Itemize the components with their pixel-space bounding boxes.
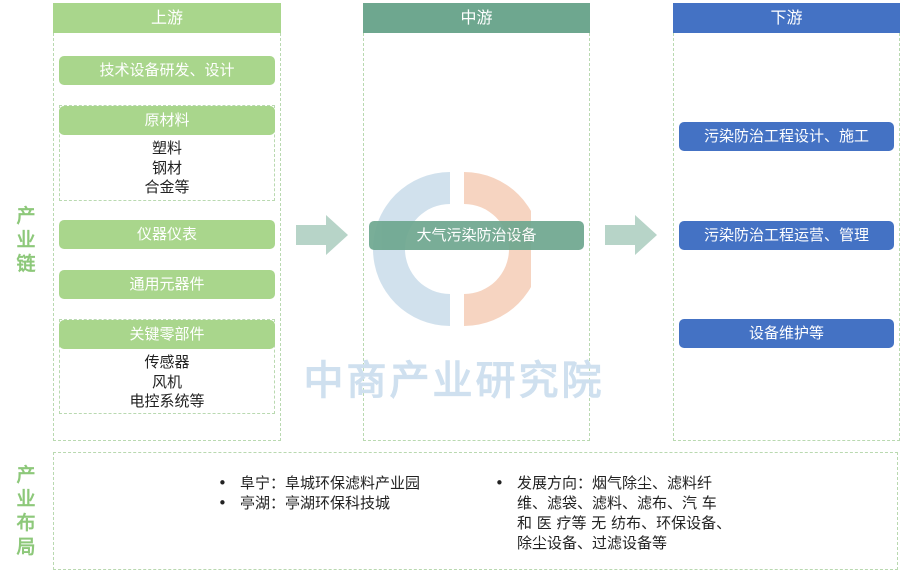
watermark-text: 中商产业研究院 bbox=[303, 358, 605, 404]
industry-layout-box bbox=[53, 452, 898, 570]
location-funing: 阜宁：阜城环保滤料产业园 bbox=[240, 474, 421, 492]
list-item: 合金等 bbox=[144, 178, 190, 196]
direction-line: 和 医 疗等 无 纺布、环保设备、 bbox=[517, 514, 732, 532]
list-item: 风机 bbox=[151, 372, 182, 391]
arrow-right-icon bbox=[296, 215, 348, 255]
upstream-item-components: 通用元器件 bbox=[59, 270, 275, 299]
downstream-item-design-construction: 污染防治工程设计、施工 bbox=[679, 122, 894, 151]
locations-list: •阜宁：阜城环保滤料产业园 •亭湖：亭湖环保科技城 bbox=[218, 473, 420, 513]
raw-materials-list: 塑料 钢材 合金等 bbox=[59, 139, 275, 198]
list-item: 钢材 bbox=[151, 158, 182, 177]
upstream-header: 上游 bbox=[53, 3, 281, 33]
direction-line: 维、滤袋、滤料、滤布、汽 车 bbox=[517, 494, 717, 512]
raw-materials-group bbox=[59, 105, 275, 201]
upstream-item-instruments: 仪器仪表 bbox=[59, 220, 275, 249]
direction-line: 发展方向：烟气除尘、滤料纤 bbox=[517, 474, 713, 492]
upstream-item-raw-materials: 原材料 bbox=[59, 106, 275, 135]
midstream-header: 中游 bbox=[363, 3, 590, 33]
midstream-item-air-pollution-equipment: 大气污染防治设备 bbox=[369, 221, 584, 250]
downstream-item-maintenance: 设备维护等 bbox=[679, 319, 894, 348]
industry-layout-label: 产 业 布 局 bbox=[16, 464, 36, 558]
list-item: •阜宁：阜城环保滤料产业园 bbox=[218, 474, 421, 492]
upstream-item-tech-rd: 技术设备研发、设计 bbox=[59, 56, 275, 85]
upstream-item-key-parts: 关键零部件 bbox=[59, 320, 275, 349]
key-parts-list: 传感器 风机 电控系统等 bbox=[59, 353, 275, 412]
list-item: 电控系统等 bbox=[129, 392, 205, 410]
direction-line: 除尘设备、过滤设备等 bbox=[517, 534, 668, 552]
key-parts-group bbox=[59, 319, 275, 414]
arrow-right-icon bbox=[605, 215, 657, 255]
direction-list: • 发展方向：烟气除尘、滤料纤 维、滤袋、滤料、滤布、汽 车 和 医 疗等 无 … bbox=[495, 473, 731, 553]
industry-chain-label: 产 业 链 bbox=[16, 205, 36, 275]
list-item: • 发展方向：烟气除尘、滤料纤 维、滤袋、滤料、滤布、汽 车 和 医 疗等 无 … bbox=[495, 474, 732, 552]
list-item: 传感器 bbox=[144, 353, 190, 371]
list-item: 塑料 bbox=[151, 139, 182, 157]
downstream-header: 下游 bbox=[673, 3, 900, 33]
downstream-item-operation-management: 污染防治工程运营、管理 bbox=[679, 221, 894, 250]
location-tinghu: 亭湖：亭湖环保科技城 bbox=[240, 494, 391, 512]
list-item: •亭湖：亭湖环保科技城 bbox=[218, 494, 391, 512]
